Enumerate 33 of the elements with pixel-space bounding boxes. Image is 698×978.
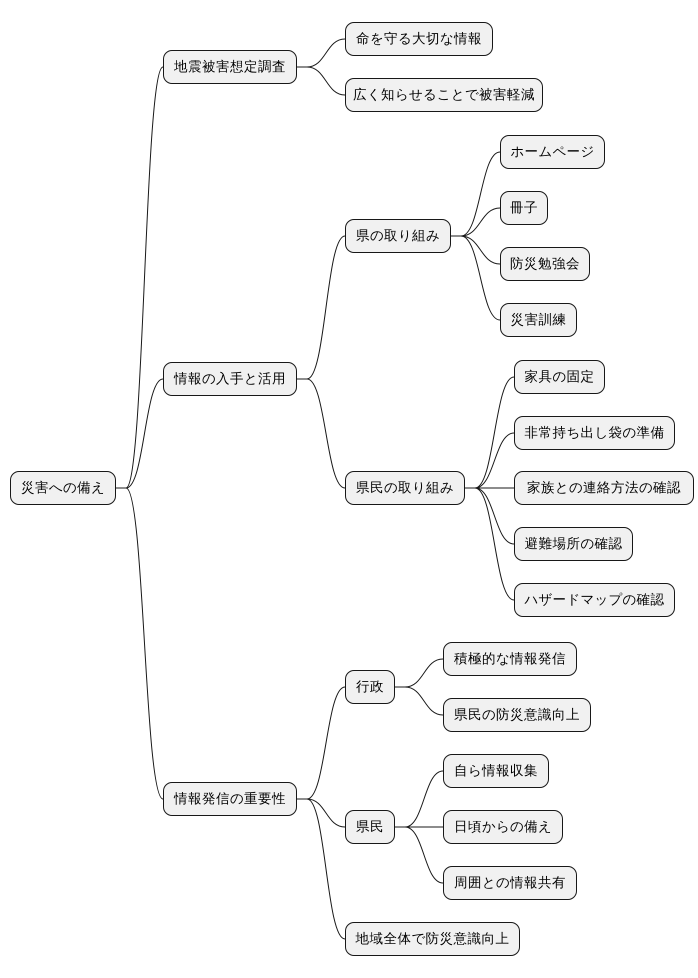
topic-box: 県民の取り組み — [345, 471, 465, 505]
topic-box: 情報発信の重要性 — [163, 782, 297, 816]
topic-box: 県民の防災意識向上 — [443, 698, 591, 732]
topic-box: 災害への備え — [10, 471, 116, 505]
topic-box: 非常持ち出し袋の準備 — [514, 416, 675, 450]
connector-line — [464, 488, 514, 600]
topic-box: 家族との連絡方法の確認 — [514, 471, 694, 505]
topic-box: 行政 — [345, 670, 395, 704]
topic-box: ホームページ — [500, 135, 605, 169]
connector-line — [394, 686, 444, 716]
topic-box: 避難場所の確認 — [514, 527, 633, 561]
connector-line — [450, 236, 500, 320]
topic-box: 情報の入手と活用 — [163, 362, 297, 396]
topic-box: 家具の固定 — [514, 360, 605, 394]
topic-box: 冊子 — [500, 191, 548, 225]
topic-box: 県民 — [345, 810, 395, 844]
connector-line — [296, 798, 346, 940]
topic-box: 命を守る大切な情報 — [345, 22, 493, 56]
connector-line — [296, 378, 346, 488]
topic-box: 防災勉強会 — [500, 247, 590, 281]
topic-box: 日頃からの備え — [443, 810, 563, 844]
topic-box: 県の取り組み — [345, 219, 451, 253]
topic-box: 地震被害想定調査 — [163, 50, 297, 84]
topic-box: 積極的な情報発信 — [443, 642, 577, 676]
topic-box: 地域全体で防災意識向上 — [345, 922, 520, 956]
topic-box: ハザードマップの確認 — [514, 583, 675, 617]
topic-box: 広く知らせることで被害軽減 — [345, 78, 543, 112]
connector-line — [116, 488, 164, 800]
topic-box: 災害訓練 — [500, 303, 577, 337]
topic-box: 自ら情報収集 — [443, 754, 549, 788]
connector-line — [394, 826, 444, 884]
connector-line — [296, 66, 346, 96]
topic-box: 周囲との情報共有 — [443, 866, 577, 900]
